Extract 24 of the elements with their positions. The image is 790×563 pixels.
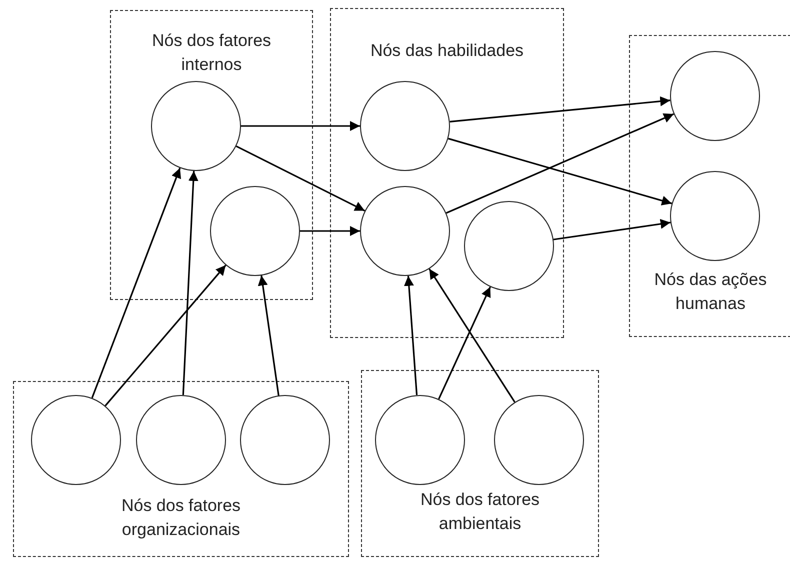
dashed-group-box (330, 8, 564, 338)
dashed-group-box (13, 381, 349, 557)
arrow (404, 276, 418, 396)
group-title: Nós dos fatores organizacionais (120, 495, 242, 541)
arrow (104, 264, 226, 406)
arrow (553, 218, 671, 240)
arrow (182, 170, 198, 396)
dashed-group-box (361, 370, 599, 557)
group-title: Nós das ações humanas (653, 269, 768, 315)
arrow (236, 145, 366, 212)
arrow (258, 275, 280, 396)
group-title: Nós das habilidades (370, 40, 524, 62)
arrow (241, 121, 360, 131)
arrow (300, 226, 360, 236)
arrow (446, 113, 674, 214)
arrow (428, 268, 516, 403)
arrow (438, 286, 491, 400)
arrow (448, 138, 672, 206)
arrow (450, 96, 670, 122)
dashed-group-box (629, 35, 790, 337)
group-title: Nós dos fatores ambientais (419, 489, 541, 535)
arrow (91, 168, 182, 398)
group-title: Nós dos fatores internos (150, 30, 272, 76)
dashed-group-box (110, 10, 313, 300)
